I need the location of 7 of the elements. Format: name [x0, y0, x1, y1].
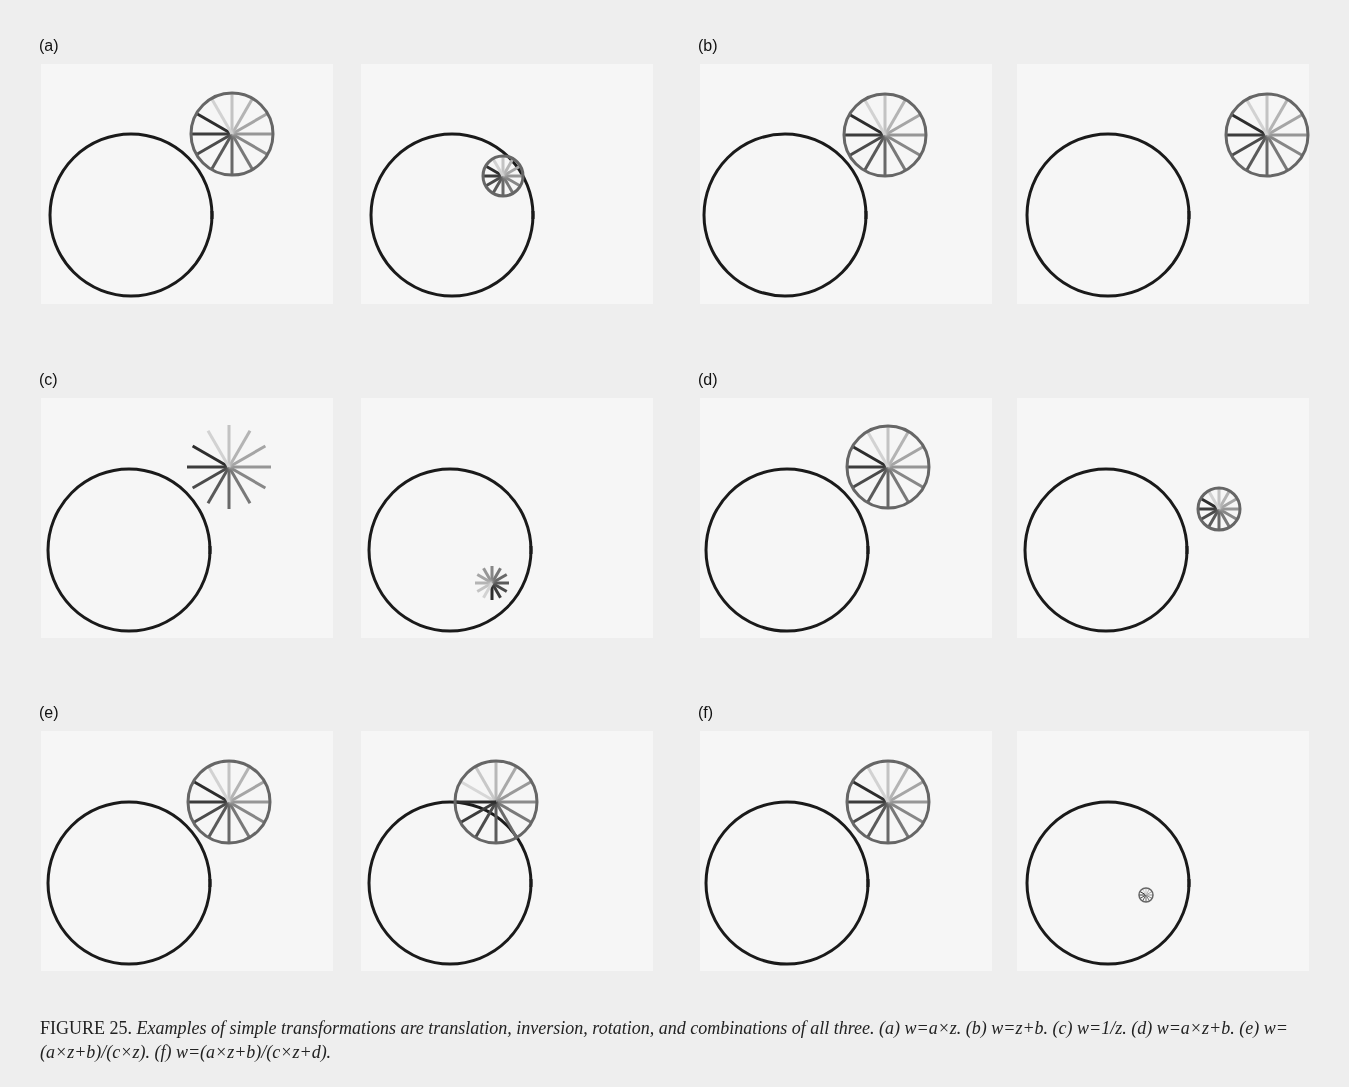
panel-label: (f)	[698, 705, 714, 721]
panel-label: (c)	[39, 372, 58, 388]
panel-label: (a)	[39, 38, 59, 54]
panel-label: (e)	[39, 705, 59, 721]
panel-label: (b)	[698, 38, 718, 54]
panel-label: (d)	[698, 372, 718, 388]
figure-caption: FIGURE 25. Examples of simple transformations are translation, inversion, rotation, and combinations of all three. (a) w=a×z. (b) w=z+b. (c) w=1/z. (d) w=a×z+b. (e) w=(a×z+b)/(c×z). (f) w=(a×z+b)/(c×z+d).	[40, 1017, 1289, 1064]
